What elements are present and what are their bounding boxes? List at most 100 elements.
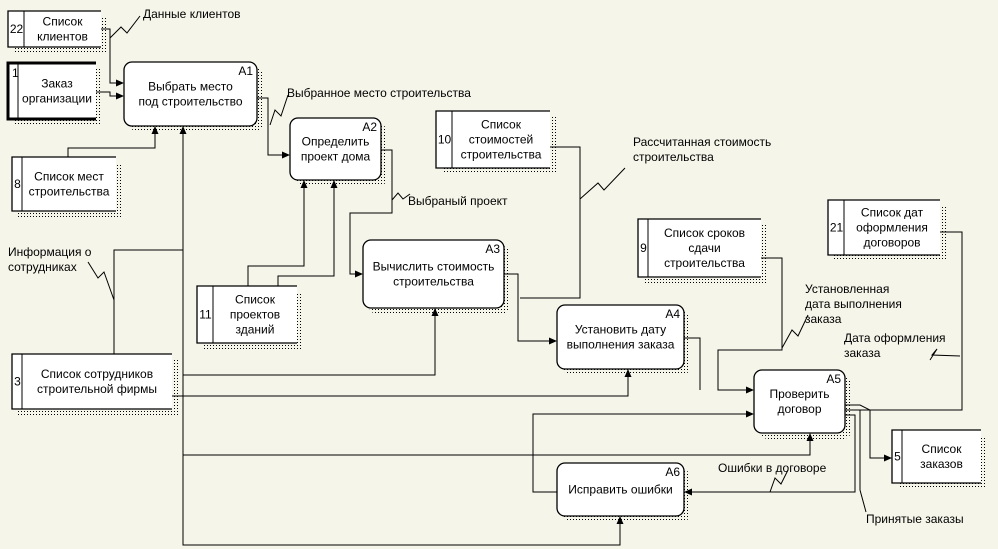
flow-label-cost: Рассчитанная стоимость [633,135,771,149]
flow-label-cost: строительства [633,150,714,164]
flow-line [67,134,156,157]
store-border [11,353,172,410]
store-label: клиентов [37,30,88,44]
store-border [891,429,981,484]
store-fill [638,219,761,277]
store-fill [12,157,116,211]
store-label: Список [43,15,84,29]
activity-id: A4 [665,307,680,321]
store-label: организации [22,92,92,106]
flow-label-clients: Данные клиентов [143,7,241,21]
flow-label-accepted: Принятые заказы [866,512,964,526]
activity-id: A1 [238,64,253,78]
squiggle [87,261,115,301]
activity-label: под строительство [138,95,242,109]
arrowhead [746,386,754,394]
store-label: строительной фирмы [37,382,157,396]
store-fill [8,63,96,119]
store-number: 1 [12,66,19,80]
activity-id: A2 [362,120,377,134]
activity-box[interactable] [556,304,685,370]
store-label: зданий [236,323,275,337]
flow-label-errors: Ошибки в договоре [718,461,827,475]
flow-line [183,441,811,456]
squiggle [579,167,626,200]
flow-line [277,188,335,286]
flow-line [113,249,621,546]
flow-line [183,316,436,376]
activity-label: Исправить ошибки [568,483,672,497]
store-fill [197,286,297,343]
store-border [6,61,96,121]
flow-label-project: Выбраный проект [408,194,508,208]
store-label: Список сроков [664,226,745,240]
arrowhead [282,151,290,159]
squiggle [391,192,411,201]
store-border [196,285,297,344]
activity-label: строительства [393,275,474,289]
store-label: Список [481,118,522,132]
activity-label: проект дома [301,150,371,164]
arrowhead [884,454,892,462]
activity-box[interactable] [123,61,258,127]
flow-line [504,273,549,342]
flow-line [349,149,393,275]
store-border [435,110,550,169]
flow-line [247,188,305,286]
flow-line [520,146,581,299]
store-label: сдачи [688,241,720,255]
flow-label-staff: сотрудниках [8,260,77,274]
store-label: строительства [664,256,745,270]
store-label: Список [235,293,276,307]
store-border [11,156,116,212]
arrowhead [116,79,124,87]
store-label: Список дат [861,206,924,220]
store-number: 3 [14,375,21,389]
store-number: 21 [830,221,844,235]
store-label: Список сотрудников [41,367,153,381]
store-label: стоимостей [469,133,533,147]
flow-label-staff: Информация о [8,245,92,259]
store-border [827,199,940,256]
store-label: Список мест [34,170,104,184]
flow-label-due: заказа [805,312,842,326]
store-label: проектов [230,308,280,322]
squiggle [929,348,961,361]
arrowhead [746,410,754,418]
flow-label-place: Выбранное место строительства [287,86,471,100]
activity-label: Определить [302,135,370,149]
activity-box[interactable] [753,369,846,434]
activity-label: Выбрать место [148,80,233,94]
activity-label: договор [777,402,821,416]
flow-line [859,410,867,513]
flow-line [845,231,963,411]
activity-label: Установить дату [575,323,666,337]
squiggle [269,94,289,126]
activity-id: A6 [665,465,680,479]
store-label: Список [922,442,963,456]
flow-line [96,91,116,97]
activity-box[interactable] [556,462,685,517]
flow-line [845,404,884,459]
activity-box[interactable] [289,117,382,181]
arrowhead [355,270,363,278]
activity-box[interactable] [362,239,505,309]
activity-id: A3 [485,242,500,256]
